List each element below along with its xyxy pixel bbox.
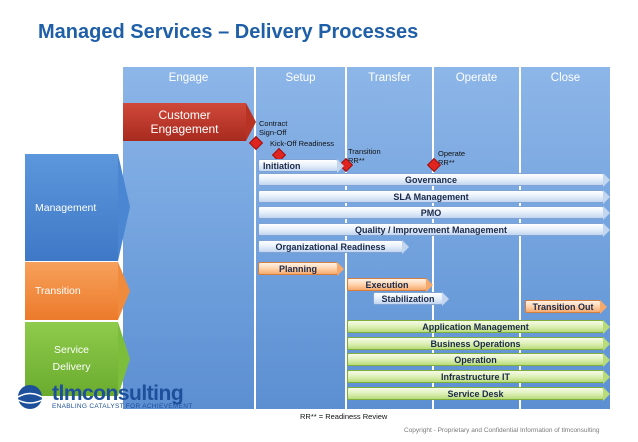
bar-operation: Operation xyxy=(347,353,610,367)
milestone-operate-rr: Operate RR** xyxy=(438,149,465,167)
globe-icon xyxy=(17,385,43,409)
company-logo: tlmconsulting ENABLING CATALYST FOR ACHI… xyxy=(10,382,240,412)
milestone-transition-line1: Transition xyxy=(348,147,381,156)
customer-engagement-line2: Engagement xyxy=(150,122,219,136)
row-label-service-delivery: Service Delivery xyxy=(25,322,118,396)
row-label-service-line1: Service xyxy=(53,344,89,356)
phase-header-setup: Setup xyxy=(285,72,316,84)
bar-service-desk: Service Desk xyxy=(347,387,610,401)
phase-header-operate: Operate xyxy=(455,72,498,84)
milestone-transition-rr: Transition RR** xyxy=(348,147,381,165)
milestone-transition-line2: RR** xyxy=(348,156,365,165)
bar-organizational-readiness: Organizational Readiness xyxy=(258,240,409,254)
bar-pmo: PMO xyxy=(258,206,610,220)
milestone-kickoff-readiness: Kick-Off Readiness xyxy=(270,139,335,148)
bar-transition-out: Transition Out xyxy=(525,300,607,314)
phase-column-transfer xyxy=(347,67,432,409)
page-title: Managed Services – Delivery Processes xyxy=(38,21,419,43)
footnote-readiness-review: RR** = Readiness Review xyxy=(300,412,388,421)
row-label-management-text: Management xyxy=(35,201,97,214)
bar-planning: Planning xyxy=(258,262,344,276)
bar-sla-management: SLA Management xyxy=(258,190,610,204)
phase-header-engage: Engage xyxy=(168,72,209,84)
customer-engagement-line1: Customer xyxy=(158,108,211,122)
row-label-transition-text: Transition xyxy=(35,285,81,297)
bar-governance: Governance xyxy=(258,173,610,187)
phase-header-close: Close xyxy=(550,72,581,84)
bar-business-operations: Business Operations xyxy=(347,337,610,351)
bar-application-management: Application Management xyxy=(347,320,610,334)
bar-quality-improvement: Quality / Improvement Management xyxy=(258,223,610,237)
logo-tagline: ENABLING CATALYST FOR ACHIEVEMENT xyxy=(52,403,193,410)
logo-name: tlmconsulting xyxy=(52,382,184,405)
row-arrow-service-delivery xyxy=(118,322,130,396)
row-label-transition: Transition xyxy=(25,262,118,320)
row-arrow-management xyxy=(118,154,130,261)
copyright-notice: Copyright - Proprietary and Confidential… xyxy=(404,427,600,434)
milestone-operate-line1: Operate xyxy=(438,149,466,158)
row-label-service-line2: Delivery xyxy=(52,361,91,373)
bar-infrastructure-it: Infrastructure IT xyxy=(347,370,610,384)
customer-engagement-block: Customer Engagement xyxy=(123,103,246,141)
phase-column-setup xyxy=(256,67,345,409)
milestone-contract-signoff: Contract Sign-Off xyxy=(259,119,287,137)
row-label-management: Management xyxy=(25,154,118,261)
milestone-contract-line1: Contract xyxy=(259,119,288,128)
milestone-contract-line2: Sign-Off xyxy=(259,128,287,137)
customer-engagement-arrow xyxy=(246,103,256,141)
bar-initiation: Initiation xyxy=(258,159,344,173)
phase-header-transfer: Transfer xyxy=(368,72,411,84)
phase-column-operate xyxy=(434,67,519,409)
bar-execution: Execution xyxy=(347,278,433,292)
phase-column-close xyxy=(521,67,610,409)
milestone-operate-line2: RR** xyxy=(438,158,455,167)
bar-stabilization: Stabilization xyxy=(373,292,449,306)
row-arrow-transition xyxy=(118,262,130,320)
